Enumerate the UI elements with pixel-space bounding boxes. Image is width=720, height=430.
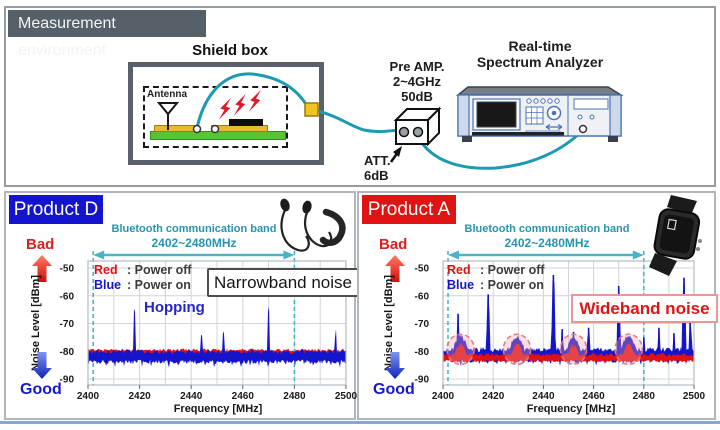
- narrowband-noise-callout: Narrowband noise: [207, 268, 359, 297]
- legend-key: Blue: [447, 278, 475, 292]
- good-label: Good: [373, 381, 415, 398]
- svg-text:-70: -70: [415, 319, 430, 330]
- svg-text:-90: -90: [415, 375, 430, 386]
- svg-text:-50: -50: [415, 264, 430, 275]
- svg-text:2480: 2480: [633, 391, 656, 402]
- svg-text:2500: 2500: [335, 391, 358, 402]
- x-axis-label: Frequency [MHz]: [526, 403, 616, 415]
- svg-text:2420: 2420: [482, 391, 505, 402]
- svg-text:2440: 2440: [180, 391, 203, 402]
- svg-text:-80: -80: [415, 347, 430, 358]
- svg-text:-80: -80: [60, 347, 75, 358]
- svg-text:2460: 2460: [232, 391, 255, 402]
- bottom-divider: [0, 421, 720, 424]
- trace-legend: Red: Power off Blue: Power on: [447, 263, 545, 292]
- wideband-noise-callout: Wideband noise: [571, 294, 718, 323]
- good-arrow-icon: [32, 352, 52, 379]
- spectrum-analyzer-image: [455, 86, 624, 142]
- svg-text:2500: 2500: [683, 391, 706, 402]
- preamp-box: [393, 106, 442, 147]
- svg-text:-60: -60: [415, 291, 430, 302]
- svg-text:2400: 2400: [77, 391, 100, 402]
- spectrum-analyzer-label: Real-time Spectrum Analyzer: [476, 38, 604, 70]
- coax-cable: [195, 72, 309, 130]
- x-axis-label: Frequency [MHz]: [173, 403, 263, 415]
- svg-text:-60: -60: [60, 291, 75, 302]
- svg-text:2480: 2480: [283, 391, 306, 402]
- preamp-label: Pre AMP. 2~4GHz 50dB: [389, 59, 445, 104]
- trace-legend: Red: Power off Blue: Power on: [94, 263, 192, 292]
- svg-text:-70: -70: [60, 319, 75, 330]
- svg-text:2400: 2400: [432, 391, 455, 402]
- noise-bolts-icon: [218, 89, 261, 120]
- svg-text:-90: -90: [60, 375, 75, 386]
- good-label: Good: [20, 381, 62, 398]
- bad-label: Bad: [26, 236, 55, 253]
- hopping-annotation: Hopping: [144, 299, 205, 316]
- bad-arrow-icon: [32, 255, 52, 282]
- product-title: Product A: [362, 195, 456, 224]
- feedthrough-port: [304, 102, 319, 117]
- analyzer-input-connector: [578, 124, 588, 134]
- earphones-image: [280, 198, 346, 252]
- attenuator-arrow-icon: [389, 146, 402, 163]
- pcb-connector: [210, 124, 220, 134]
- legend-key: Blue: [94, 278, 122, 292]
- antenna-label: Antenna: [147, 89, 187, 100]
- attenuator-label: ATT. 6dB: [364, 153, 391, 183]
- svg-text:-50: -50: [60, 264, 75, 275]
- noise-source-chip: [229, 119, 263, 126]
- svg-text:2440: 2440: [532, 391, 555, 402]
- bluetooth-band-range: 2402~2480MHz: [151, 236, 237, 250]
- bluetooth-band-range: 2402~2480MHz: [504, 236, 590, 250]
- coax-cable: [316, 109, 401, 134]
- antenna-icon: [156, 102, 180, 130]
- setup-diagram-graphics: [156, 72, 585, 170]
- pcb-connector: [192, 124, 202, 134]
- smartwatch-image: [649, 195, 702, 276]
- good-arrow-icon: [385, 352, 405, 379]
- bad-label: Bad: [379, 236, 408, 253]
- coax-cable: [416, 128, 585, 170]
- bluetooth-band-label: Bluetooth communication band: [111, 223, 277, 235]
- svg-text:2460: 2460: [582, 391, 605, 402]
- legend-key: Red: [447, 263, 471, 277]
- shield-box-label: Shield box: [192, 42, 268, 59]
- bluetooth-band-label: Bluetooth communication band: [464, 223, 630, 235]
- product-title: Product D: [9, 195, 103, 224]
- legend-key: Red: [94, 263, 118, 277]
- section-header: Measurement environment: [8, 10, 206, 59]
- svg-text:2420: 2420: [128, 391, 151, 402]
- bad-arrow-icon: [385, 255, 405, 282]
